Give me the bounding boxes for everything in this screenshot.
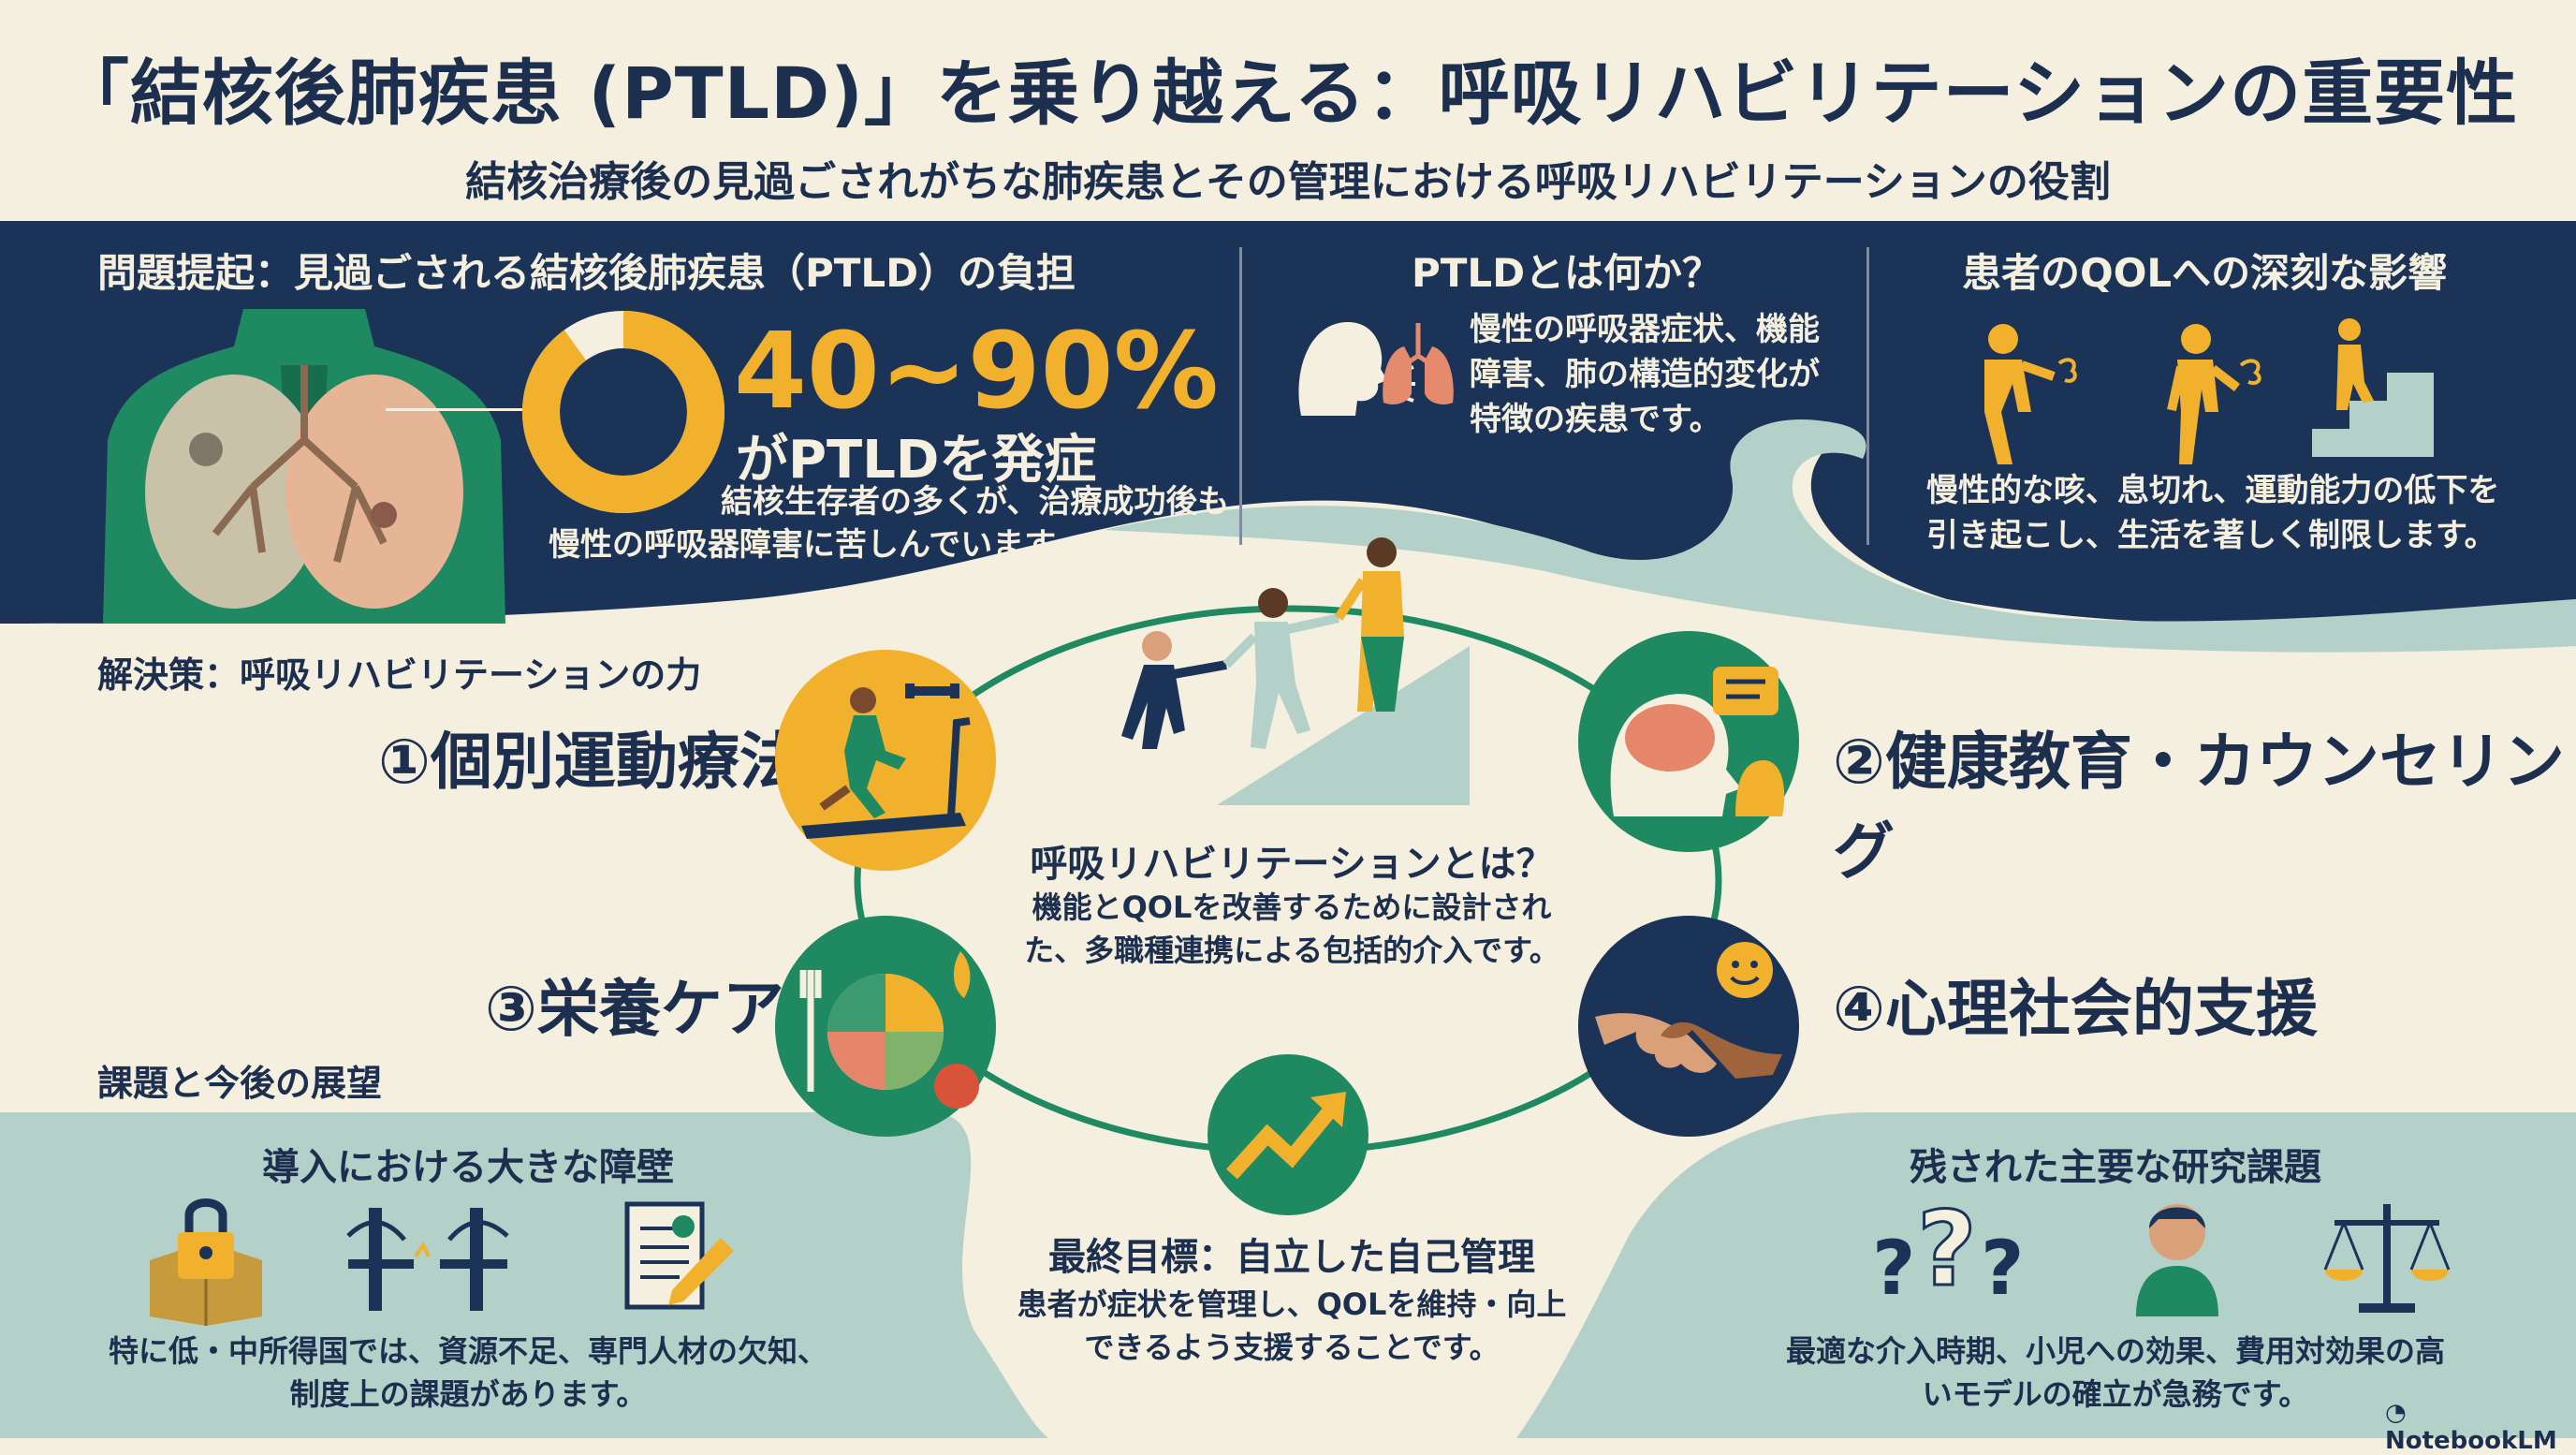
ptld-donut-chart bbox=[522, 311, 724, 513]
center-body-line2: た、多職種連携による包括的介入です。 bbox=[1024, 933, 1559, 968]
teal-wave-crest bbox=[1105, 419, 2576, 653]
balance-scale-icon bbox=[2323, 1204, 2451, 1313]
pillar-education: ②健康教育・カウンセリング bbox=[1833, 726, 2565, 888]
svg-text:?: ? bbox=[1981, 1225, 2024, 1312]
what-line2: 障害、肺の構造的変化が bbox=[1470, 356, 1820, 393]
pillar-nutrition: ③栄養ケア bbox=[485, 973, 784, 1045]
notebooklm-logo-icon: ◔ bbox=[2385, 1399, 2407, 1427]
problem-body-line1: 結核生存者の多くが、治療成功後も bbox=[721, 483, 1230, 521]
page-title: 「結核後肺疾患 (PTLD)」を乗り越える：呼吸リハビリテーションの重要性 bbox=[57, 51, 2519, 135]
padlock-box-icon bbox=[150, 1198, 262, 1326]
brand-text: NotebookLM bbox=[2385, 1427, 2557, 1455]
right-lung-icon bbox=[285, 375, 463, 609]
stairs-climbing-icon bbox=[2312, 318, 2434, 457]
qol-line2: 引き起こし、生活を著しく制限します。 bbox=[1926, 517, 2496, 554]
page-subtitle: 結核治療後の見過ごされがちな肺疾患とその管理における呼吸リハビリテーションの役割 bbox=[465, 158, 2111, 206]
apple-icon bbox=[934, 1064, 979, 1109]
education-brain-icon bbox=[1578, 631, 1799, 852]
breathless-figure-icon bbox=[2167, 324, 2261, 464]
treadmill-exercise-icon bbox=[775, 650, 996, 871]
center-question-title: 呼吸リハビリテーションとは？ bbox=[1030, 843, 1554, 886]
donut-arc bbox=[522, 311, 724, 513]
pillar-exercise: ①個別運動療法 bbox=[378, 726, 801, 798]
research-line1: 最適な介入時期、小児への効果、費用対効果の高 bbox=[1785, 1333, 2445, 1369]
svg-text:?: ? bbox=[1917, 1189, 1977, 1309]
child-icon bbox=[2136, 1204, 2218, 1316]
lungs-icon bbox=[1383, 323, 1454, 404]
qol-heading: 患者のQOLへの深刻な影響 bbox=[1962, 250, 2448, 296]
pillar-psychosocial: ④心理社会的支援 bbox=[1833, 973, 2318, 1045]
svg-text:?: ? bbox=[1872, 1225, 1915, 1312]
research-title: 残された主要な研究課題 bbox=[1910, 1146, 2321, 1189]
upward-trend-arrow-icon bbox=[1208, 1054, 1368, 1215]
ptld-percent: 40~90% bbox=[734, 311, 1219, 433]
barrier-line2: 制度上の課題があります。 bbox=[289, 1376, 647, 1412]
lungs-torso-illustration bbox=[103, 309, 505, 624]
broken-bridge-icon bbox=[346, 1208, 509, 1311]
nutrition-plate-icon bbox=[775, 916, 996, 1137]
brain-shape bbox=[1625, 704, 1715, 772]
left-lung-icon bbox=[145, 375, 323, 609]
barrier-line1: 特に低・中所得国では、資源不足、専門人材の欠知、 bbox=[108, 1333, 827, 1369]
what-heading: PTLDとは何か？ bbox=[1412, 250, 1722, 296]
center-body-line1: 機能とQOLを改善するために設計され bbox=[1032, 889, 1552, 925]
qol-line1: 慢性的な咳、息切れ、運動能力の低下を bbox=[1926, 472, 2500, 509]
bottom-right-teal bbox=[1516, 1112, 2576, 1438]
goal-line2: できるよう支援することです。 bbox=[1084, 1330, 1500, 1365]
what-line3: 特徴の疾患です。 bbox=[1470, 401, 1721, 438]
band-divider-1 bbox=[1239, 247, 1242, 545]
people-helping-climb-illustration bbox=[1121, 537, 1470, 805]
what-line1: 慢性の呼吸器症状、機能 bbox=[1470, 311, 1820, 348]
speech-bubble-icon bbox=[1713, 667, 1778, 715]
research-line2: いモデルの確立が急務です。 bbox=[1922, 1376, 2309, 1412]
ptld-percent-sub: がPTLDを発症 bbox=[736, 430, 1097, 491]
goal-line1: 患者が症状を管理し、QOLを維持・向上 bbox=[1017, 1286, 1567, 1322]
question-marks-icon: ? ? ? bbox=[1872, 1188, 2024, 1313]
handshake-support-icon bbox=[1578, 916, 1799, 1137]
coughing-figure-icon bbox=[1984, 324, 2077, 464]
future-heading: 課題と今後の展望 bbox=[97, 1063, 383, 1104]
barrier-title: 導入における大きな障壁 bbox=[262, 1146, 674, 1189]
problem-heading: 問題提起：見過ごされる結核後肺疾患（PTLD）の負担 bbox=[97, 250, 1076, 296]
problem-body-line2: 慢性の呼吸器障害に苦しんでいます。 bbox=[549, 526, 1085, 564]
bottom-left-teal bbox=[0, 1112, 1048, 1438]
goal-title: 最終目標：自立した自己管理 bbox=[1048, 1236, 1535, 1279]
solution-heading: 解決策：呼吸リハビリテーションの力 bbox=[97, 654, 702, 696]
brand-label: ◔ NotebookLM bbox=[2385, 1399, 2576, 1455]
band-divider-2 bbox=[1866, 247, 1869, 545]
connector-line bbox=[386, 408, 526, 411]
smiley-icon bbox=[1717, 942, 1773, 998]
document-pen-icon bbox=[624, 1201, 734, 1310]
